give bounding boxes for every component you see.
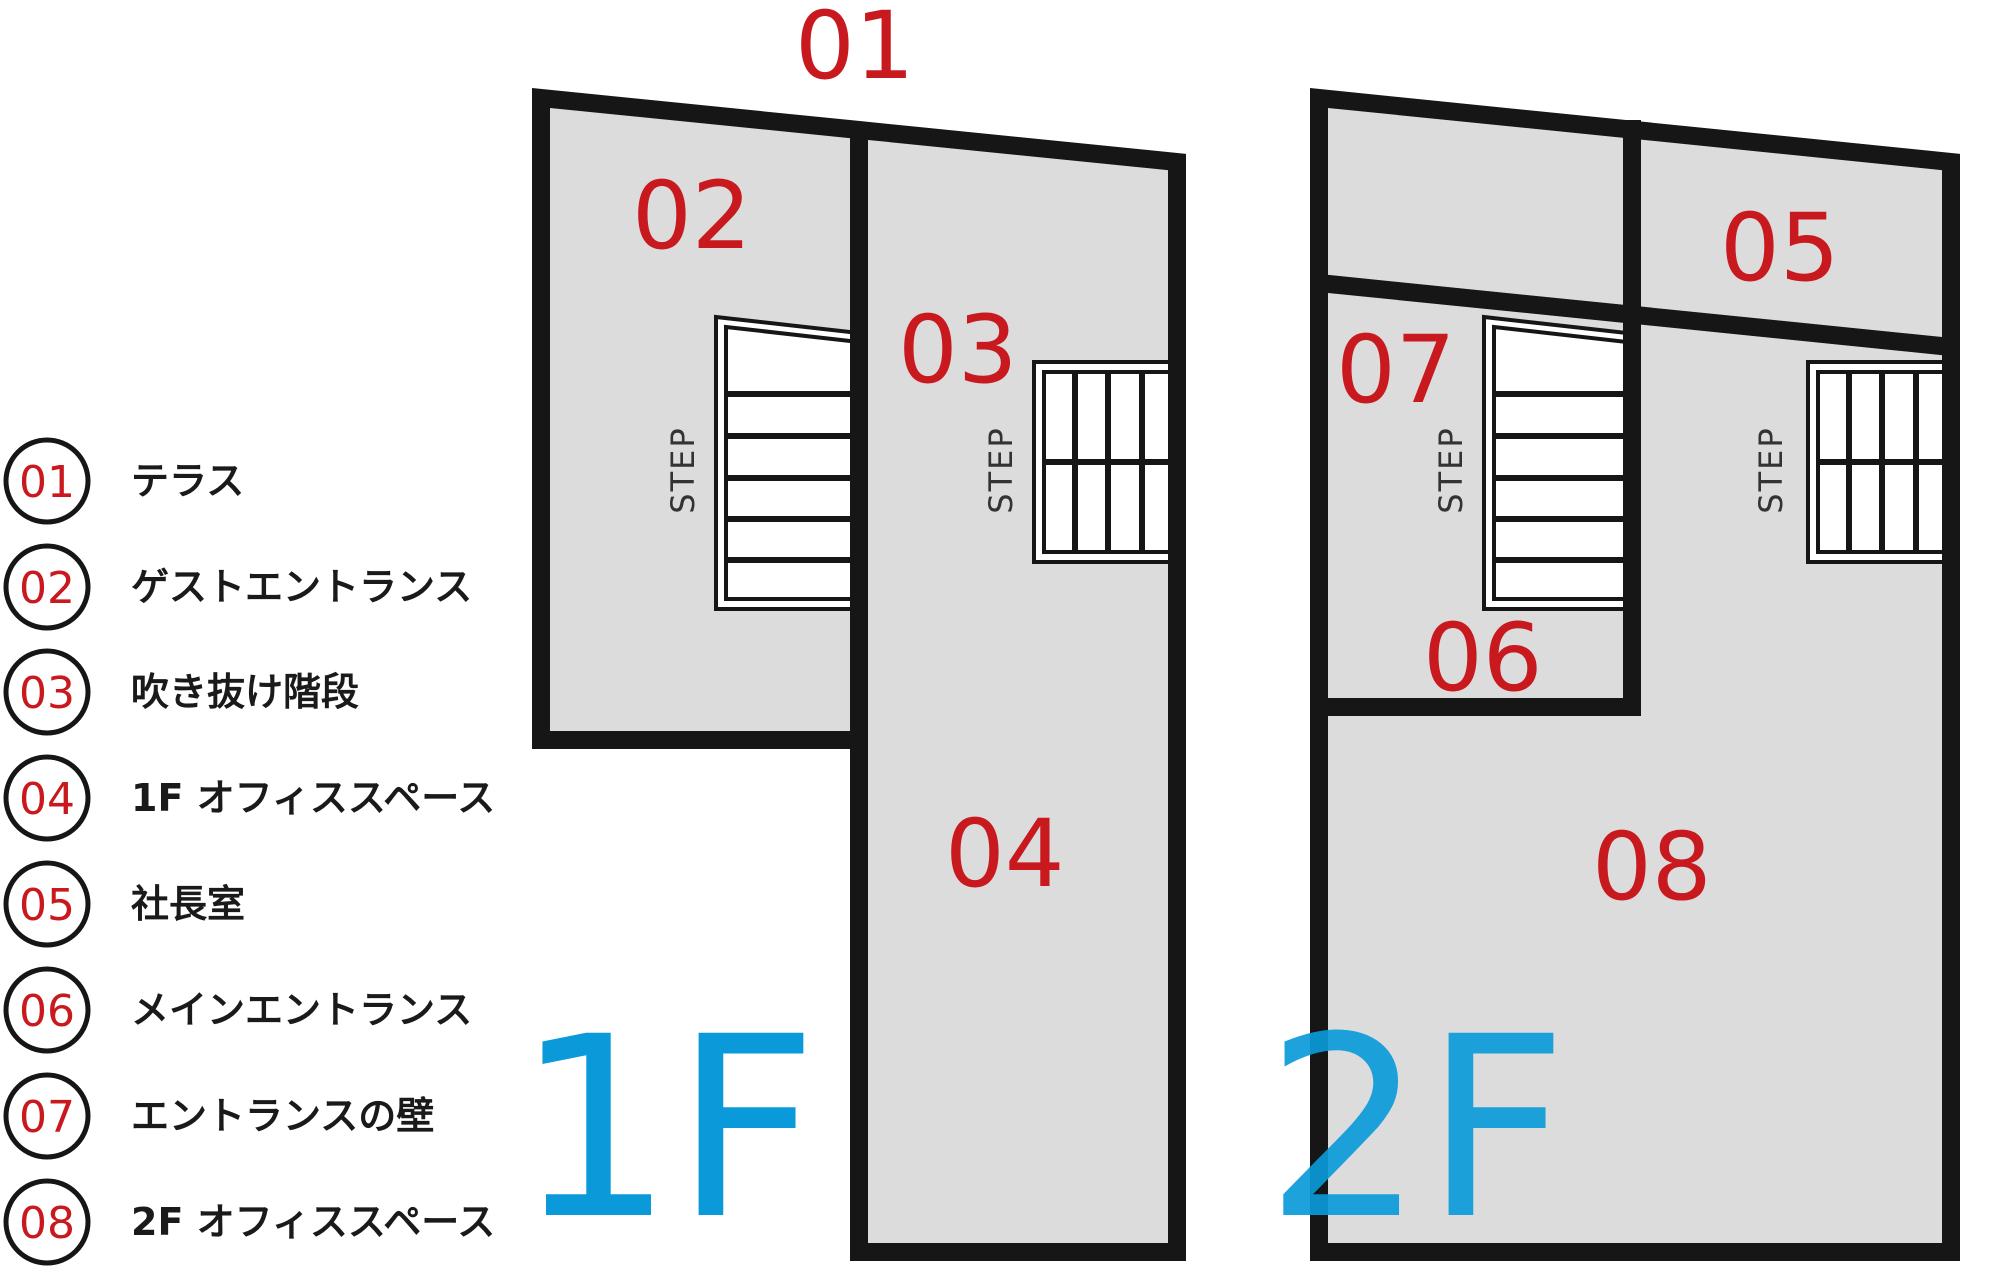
legend-label: 吹き抜け階段 xyxy=(131,670,359,714)
legend: 01 テラス 02 ゲストエントランス 03 吹き抜け階段 04 1F オフィス… xyxy=(3,437,495,1266)
room-number-08: 08 xyxy=(1592,813,1712,922)
floor-plan-2f: STEP STEP xyxy=(1310,88,1960,1261)
room-number-03: 03 xyxy=(898,296,1018,405)
floor-plan-1f: STEP STEP xyxy=(532,88,1186,1261)
legend-number: 04 xyxy=(19,774,75,825)
legend-number: 07 xyxy=(19,1092,75,1143)
legend-item: 02 ゲストエントランス xyxy=(3,543,472,631)
legend-label: ゲストエントランス xyxy=(131,565,472,609)
legend-number: 06 xyxy=(19,986,75,1037)
wall-1f-outer xyxy=(532,88,1186,1261)
floor-label-2f: 2F xyxy=(1265,983,1568,1274)
step-label-2f-right: STEP xyxy=(1752,426,1790,513)
legend-item: 05 社長室 xyxy=(3,860,245,948)
legend-label: 2F オフィススペース xyxy=(131,1200,495,1244)
legend-item: 07 エントランスの壁 xyxy=(3,1072,434,1160)
legend-item: 08 2F オフィススペース xyxy=(3,1178,495,1266)
legend-number: 03 xyxy=(19,668,75,719)
legend-label: テラス xyxy=(131,459,244,503)
legend-item: 01 テラス xyxy=(3,437,244,525)
step-label-1f-left: STEP xyxy=(664,426,702,513)
wall-2f-diagonal xyxy=(1318,274,1952,356)
legend-number: 01 xyxy=(19,457,75,508)
wall-2f-outer xyxy=(1310,88,1960,1261)
legend-item: 03 吹き抜け階段 xyxy=(3,648,359,736)
room-number-01: 01 xyxy=(795,0,915,101)
legend-label: メインエントランス xyxy=(131,988,472,1032)
room-number-02: 02 xyxy=(632,162,752,271)
legend-number: 08 xyxy=(19,1198,75,1249)
floor-label-1f: 1F xyxy=(515,983,818,1274)
legend-label: 1F オフィススペース xyxy=(131,776,495,820)
legend-label: エントランスの壁 xyxy=(131,1094,434,1138)
room-number-04: 04 xyxy=(945,800,1065,909)
room-number-07: 07 xyxy=(1336,316,1456,425)
stair-2f-atrium xyxy=(1806,360,1953,564)
room-number-06: 06 xyxy=(1423,604,1543,713)
stair-2f-entrance xyxy=(1482,314,1629,611)
legend-number: 05 xyxy=(19,880,75,931)
stair-1f-atrium xyxy=(1032,360,1179,564)
stair-1f-guest xyxy=(714,314,861,611)
step-label-2f-left: STEP xyxy=(1432,426,1470,513)
legend-label: 社長室 xyxy=(131,882,245,926)
room-number-05: 05 xyxy=(1720,194,1840,303)
legend-number: 02 xyxy=(19,563,75,614)
step-label-1f-right: STEP xyxy=(982,426,1020,513)
legend-item: 06 メインエントランス xyxy=(3,966,472,1054)
legend-item: 04 1F オフィススペース xyxy=(3,754,495,842)
